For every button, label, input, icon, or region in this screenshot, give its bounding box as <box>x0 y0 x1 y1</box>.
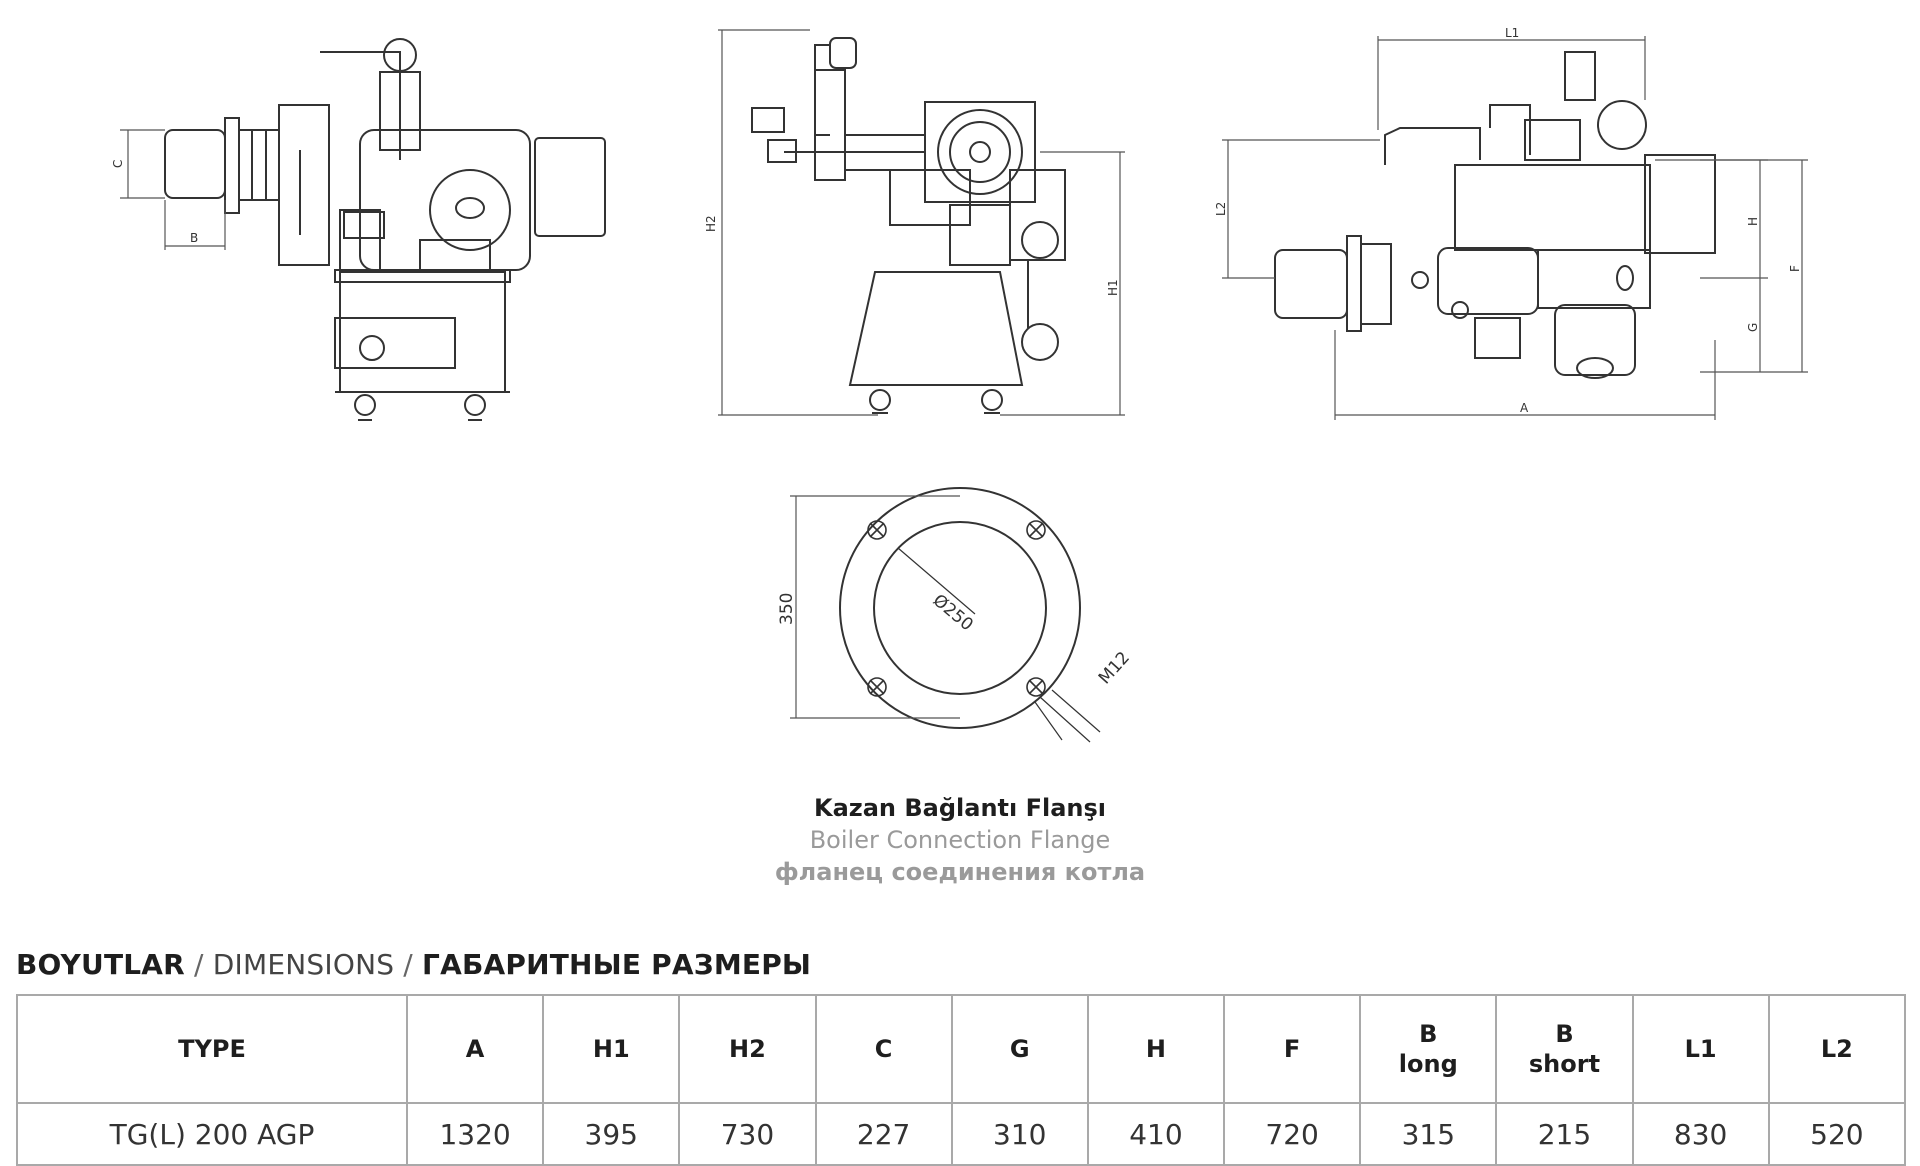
label-b: B <box>190 231 198 245</box>
cell-g: 310 <box>950 1102 1089 1166</box>
header-h1: H1 <box>542 994 681 1104</box>
header-l2: L2 <box>1767 994 1907 1104</box>
label-flange-bolt: M12 <box>1095 648 1134 688</box>
label-flange-height: 350 <box>777 593 797 625</box>
cell-l1: 830 <box>1631 1102 1770 1166</box>
caption-en: Boiler Connection Flange <box>809 826 1111 854</box>
header-b-short-line2: short <box>1528 1050 1601 1078</box>
header-b-long-line1: B <box>1419 1020 1438 1048</box>
label-g: G <box>1746 323 1760 332</box>
cell-b-short: 215 <box>1495 1102 1634 1166</box>
cell-h: 410 <box>1086 1102 1226 1166</box>
dimensions-title-ru: ГАБАРИТНЫЕ РАЗМЕРЫ <box>422 948 812 981</box>
dimensions-title-tr: BOYUTLAR <box>16 948 185 981</box>
cell-a: 1320 <box>405 1102 545 1166</box>
cell-c: 227 <box>814 1102 953 1166</box>
top-view-dimensions <box>1222 36 1808 420</box>
dimensions-title: BOYUTLAR / DIMENSIONS / ГАБАРИТНЫЕ РАЗМЕ… <box>16 948 811 981</box>
top-view-drawing <box>1274 51 1716 379</box>
label-f: F <box>1788 265 1802 272</box>
header-h2: H2 <box>678 994 817 1104</box>
dimensions-title-sep2: / <box>394 948 423 981</box>
header-l1: L1 <box>1631 994 1770 1104</box>
header-type: TYPE <box>16 994 408 1104</box>
label-flange-diameter: Ø250 <box>929 591 977 636</box>
label-h1: H1 <box>1106 279 1120 296</box>
header-c: C <box>814 994 953 1104</box>
header-h: H <box>1086 994 1226 1104</box>
label-h2: H2 <box>704 215 718 232</box>
label-a: A <box>1520 401 1529 415</box>
header-f: F <box>1223 994 1362 1104</box>
side-view-dimensions <box>120 129 226 250</box>
cell-l2: 520 <box>1767 1102 1907 1166</box>
flange-dimensions <box>790 495 960 719</box>
technical-drawing: C B H2 H1 L1 L2 H G F A 350 Ø250 M12 <box>111 26 1808 743</box>
caption-ru: фланец соединения котла <box>774 858 1146 886</box>
label-h: H <box>1746 217 1760 226</box>
header-b-short-line1: B <box>1555 1020 1574 1048</box>
cell-type: TG(L) 200 AGP <box>16 1102 408 1166</box>
cell-b-long: 315 <box>1359 1102 1498 1166</box>
cell-f: 720 <box>1223 1102 1362 1166</box>
side-view-drawing <box>164 38 606 421</box>
header-g: G <box>950 994 1089 1104</box>
cell-h1: 395 <box>542 1102 681 1166</box>
caption-tr: Kazan Bağlantı Flanşı <box>813 794 1107 822</box>
front-view-drawing <box>751 37 1066 414</box>
label-c: C <box>111 160 125 168</box>
label-l1: L1 <box>1505 26 1519 40</box>
label-l2: L2 <box>1214 202 1228 216</box>
header-a: A <box>405 994 545 1104</box>
front-view-dimensions <box>718 29 1125 416</box>
flange-caption: Kazan Bağlantı Flanşı Boiler Connection … <box>700 792 1220 888</box>
boiler-flange-drawing <box>839 487 1101 743</box>
dimensions-title-en: DIMENSIONS <box>212 948 395 981</box>
dimensions-title-sep1: / <box>184 948 213 981</box>
cell-h2: 730 <box>678 1102 817 1166</box>
table-row: TG(L) 200 AGP 1320 395 730 227 310 410 7… <box>16 1102 1907 1166</box>
header-b-long-line2: long <box>1398 1050 1458 1078</box>
